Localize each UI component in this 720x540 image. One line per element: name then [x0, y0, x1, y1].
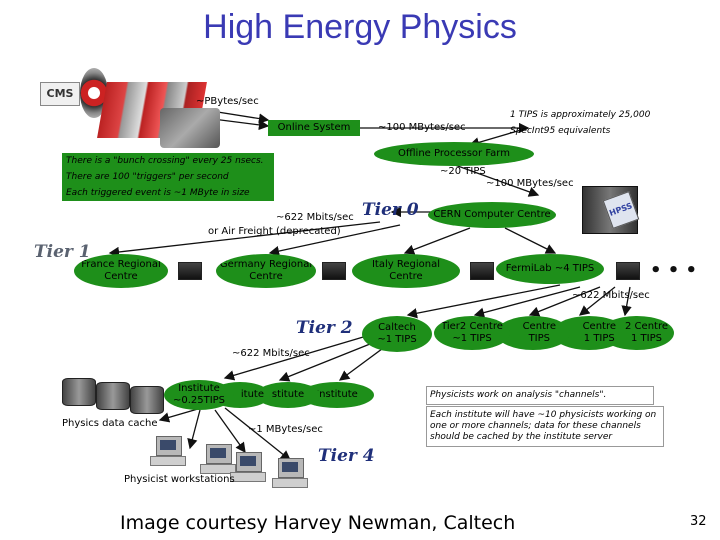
- hpss-server-icon: HPSS: [582, 186, 640, 234]
- workstation-icon-1: [150, 436, 186, 466]
- online-system-label: Online System: [277, 122, 351, 133]
- mbits622-label-a: ~622 Mbits/sec: [276, 212, 354, 223]
- germany-centre-ellipse: Germany Regional Centre: [216, 254, 316, 288]
- fermilab-to-caltech-arrow: [406, 284, 561, 319]
- fermilab-label: FermiLab ~4 TIPS: [505, 263, 595, 274]
- event-size-text: Each triggered event is ~1 MByte in size: [66, 188, 250, 198]
- germany-server-icon: [322, 262, 346, 280]
- italy-centre-ellipse: Italy Regional Centre: [352, 254, 460, 288]
- triggers-text: There are 100 "triggers" per second: [66, 172, 229, 182]
- image-credit: Image courtesy Harvey Newman, Caltech: [120, 512, 516, 534]
- workstations-label: Physicist workstations: [124, 474, 235, 485]
- institute-main-ellipse: Institute ~0.25TIPS: [164, 380, 234, 410]
- data-cache-disk-1: [62, 378, 96, 406]
- caltech-ellipse: Caltech ~1 TIPS: [362, 316, 432, 352]
- tier2-centre-label-b: Centre TIPS: [522, 321, 556, 344]
- caltech-label: Caltech ~1 TIPS: [377, 322, 417, 345]
- tier4-label: Tier 4: [318, 446, 375, 466]
- institute-note-text: Each institute will have ~10 physicists …: [430, 410, 657, 442]
- tier0-label: Tier 0: [362, 200, 419, 220]
- tier1-label: Tier 1: [34, 242, 91, 262]
- workstation-icon-2: [200, 444, 236, 474]
- germany-centre-label: Germany Regional Centre: [219, 259, 313, 282]
- mbytes100-label-b: ~100 MBytes/sec: [486, 178, 574, 189]
- mbytes1-label: ~1 MBytes/sec: [248, 424, 323, 435]
- offline-farm-ellipse: Offline Processor Farm: [374, 142, 534, 166]
- institute-label-b: itute: [240, 389, 264, 400]
- channels-note: Physicists work on analysis "channels".: [426, 386, 654, 405]
- institute-label-d: Institute: [316, 389, 358, 400]
- tips-note-line-2: SpecInt95 equivalents: [510, 126, 611, 136]
- tier2-centre-label-c: Centre 1 TIPS: [582, 321, 616, 344]
- tier2-to-institute-arrow: [223, 334, 371, 381]
- data-cache-disk-3: [130, 386, 164, 414]
- italy-server-icon: [470, 262, 494, 280]
- tier2-centre-label-d: 2 Centre 1 TIPS: [625, 321, 668, 344]
- cern-to-france-arrow: [108, 221, 381, 258]
- online-system-box: Online System: [268, 120, 360, 136]
- data-cache-label: Physics data cache: [62, 418, 158, 429]
- institute-main-label: Institute ~0.25TIPS: [172, 383, 226, 406]
- page-number: 32: [690, 514, 707, 529]
- mbits622-label-b: ~622 Mbits/sec: [572, 290, 650, 301]
- tier2-centre-ellipse: Tier2 Centre ~1 TIPS: [434, 316, 510, 350]
- channels-note-text: Physicists work on analysis "channels".: [430, 390, 607, 400]
- tips20-label: ~20 TIPS: [440, 166, 486, 177]
- hpss-label: HPSS: [602, 191, 640, 229]
- france-server-icon: [178, 262, 202, 280]
- cern-centre-ellipse: CERN Computer Centre: [428, 202, 556, 228]
- mbits622-label-c: ~622 Mbits/sec: [232, 348, 310, 359]
- air-freight-label: or Air Freight (deprecated): [208, 226, 341, 237]
- tier2-centre-label: Tier2 Centre ~1 TIPS: [441, 321, 503, 344]
- workstation-icon-3: [230, 452, 266, 482]
- institute-note: Each institute will have ~10 physicists …: [426, 406, 664, 447]
- workstation-icon-4: [272, 458, 308, 488]
- bunch-crossing-text: There is a "bunch crossing" every 25 nse…: [66, 156, 264, 166]
- event-info-panel: There is a "bunch crossing" every 25 nse…: [62, 153, 274, 201]
- data-cache-disk-2: [96, 382, 130, 410]
- farm-to-cern-arrow: [454, 164, 540, 197]
- italy-centre-label: Italy Regional Centre: [371, 259, 440, 282]
- pbytes-label: ~PBytes/sec: [196, 96, 259, 107]
- institute-label-c: stitute: [271, 389, 305, 400]
- cern-to-fermilab-arrow: [504, 227, 557, 254]
- cern-to-germany-arrow: [268, 224, 401, 257]
- more-centres-ellipsis: • • •: [650, 260, 698, 281]
- france-centre-ellipse: France Regional Centre: [74, 254, 168, 288]
- tips-note-line-1: 1 TIPS is approximately 25,000: [510, 110, 651, 120]
- offline-farm-label: Offline Processor Farm: [398, 148, 510, 159]
- cern-centre-label: CERN Computer Centre: [433, 209, 551, 220]
- fermilab-ellipse: FermiLab ~4 TIPS: [496, 254, 604, 284]
- tier2-label: Tier 2: [296, 318, 353, 338]
- mbytes100-label-a: ~100 MBytes/sec: [378, 122, 466, 133]
- cms-logo: CMS: [40, 82, 80, 106]
- france-centre-label: France Regional Centre: [81, 259, 161, 282]
- cern-to-italy-arrow: [403, 227, 471, 255]
- fermilab-server-icon: [616, 262, 640, 280]
- page-title: High Energy Physics: [203, 8, 517, 46]
- cms-detector-image: CMS: [40, 68, 220, 156]
